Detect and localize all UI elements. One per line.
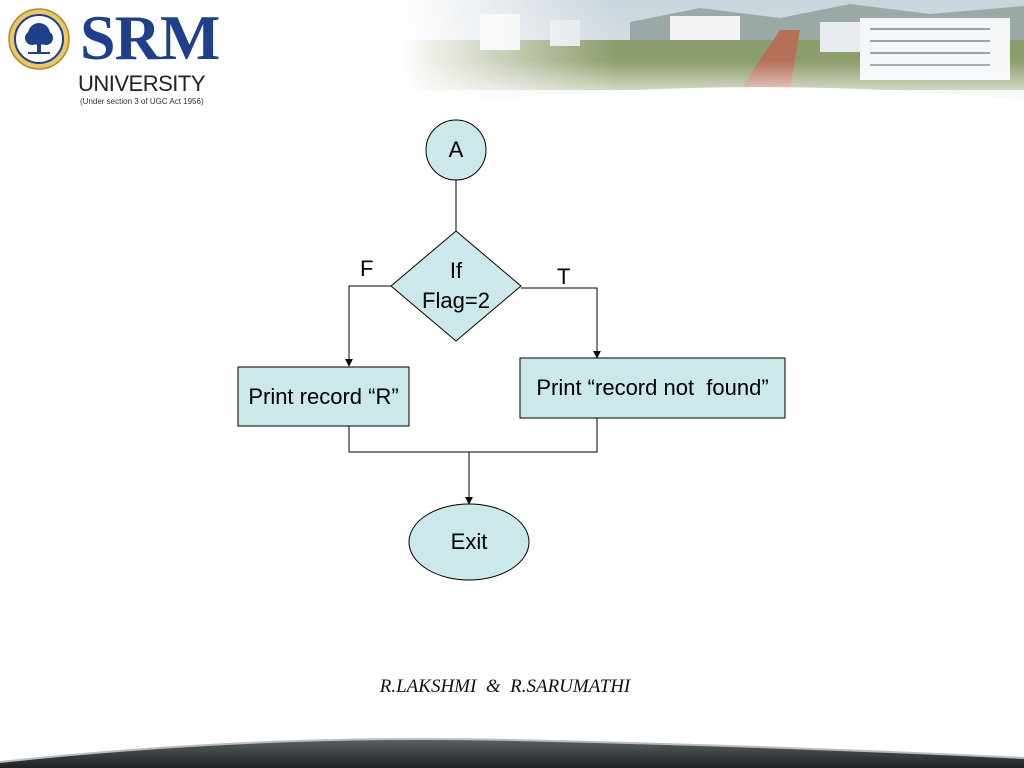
slide-header: SRM UNIVERSITY (Under section 3 of UGC A… [0,0,1024,110]
footer-decorative-bar [0,737,1024,768]
merge-line [348,418,598,453]
true-process-label: Print “record not found” [536,375,769,400]
logo-note-text: (Under section 3 of UGC Act 1956) [80,97,204,106]
true-process-box [519,357,786,419]
exit-terminal [408,503,530,581]
tree-emblem-icon [8,8,70,70]
campus-photo [400,0,1024,110]
decision-diamond [390,230,522,342]
connector-a-label: A [448,137,464,162]
decision-label: If Flag=2 [396,256,516,316]
connector-a-circle [425,119,487,181]
false-process-box [237,366,410,427]
decision-label-line2: Flag=2 [422,288,490,313]
true-branch-arrow [521,287,601,359]
logo-university-text: UNIVERSITY [78,71,206,96]
logo-srm-text: SRM [80,2,220,73]
false-branch-arrow [345,285,391,367]
university-logo: SRM UNIVERSITY (Under section 3 of UGC A… [8,2,220,110]
decision-label-line1: If [449,258,463,283]
false-process-label: Print record “R” [248,383,399,409]
false-branch-label: F [360,256,374,281]
true-branch-label: T [557,264,571,289]
author-credit: R.LAKSHMI & R.SARUMATHI [379,676,631,697]
exit-label: Exit [450,529,488,554]
